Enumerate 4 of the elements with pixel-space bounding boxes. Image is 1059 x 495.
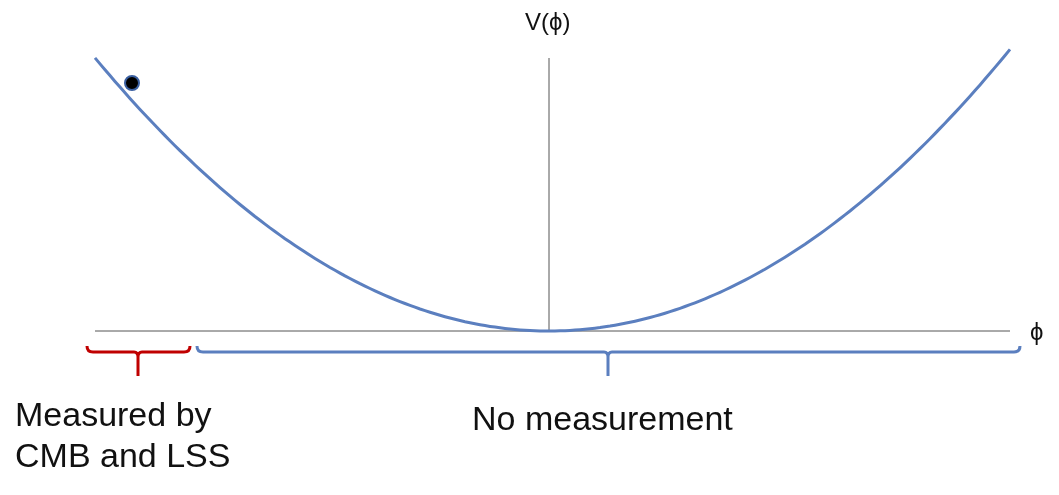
- range-label: Measured by CMB and LSS: [15, 394, 232, 476]
- range-label: No measurement: [472, 398, 733, 439]
- axis-label: ϕ: [1030, 318, 1044, 347]
- axis-label: V(ϕ): [525, 8, 571, 37]
